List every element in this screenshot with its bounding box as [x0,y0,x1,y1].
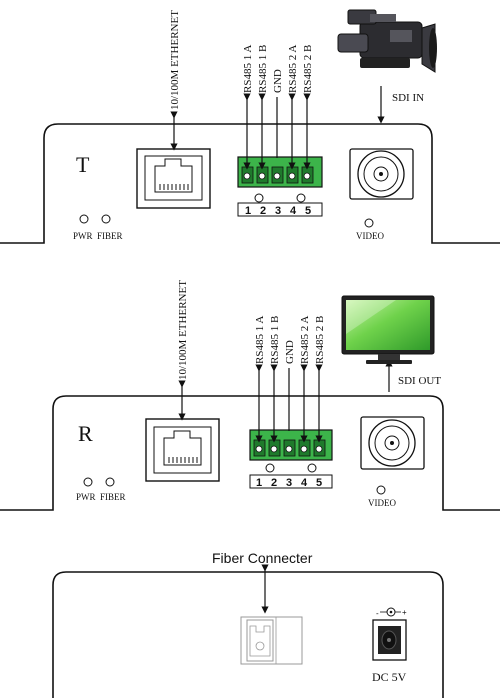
svg-text:3: 3 [275,205,281,217]
video-led [364,218,374,228]
receiver-ethernet-label: 10/100M ETHERNET [177,280,189,380]
dc-power-jack [372,619,407,661]
transmitter-panel: T 10/100M ETHERNET [0,9,500,244]
svg-text:RS485 1 A: RS485 1 A [242,45,254,93]
receiver-side-letter: R [78,421,93,446]
pwr-led [83,477,93,487]
receiver-housing [0,395,500,511]
svg-text:RS485 2 A: RS485 2 A [299,316,311,364]
svg-text:2: 2 [271,477,277,489]
bnc-connector [349,148,414,200]
receiver-panel: R 10/100M ETHERNET [0,280,500,511]
video-label: VIDEO [356,231,384,241]
svg-text:RS485 2 B: RS485 2 B [314,316,326,364]
svg-text:RS485 1 A: RS485 1 A [254,316,266,364]
rs485-terminal-block [249,429,333,489]
svg-text:5: 5 [316,477,322,489]
camcorder-icon [337,9,437,73]
pwr-label: PWR [76,492,96,502]
svg-text:4: 4 [301,477,308,489]
svg-text:GND: GND [284,340,296,364]
transmitter-ethernet-label: 10/100M ETHERNET [169,10,181,110]
video-led [376,485,386,495]
bnc-connector [360,416,425,470]
transmitter-housing [0,123,500,244]
pin-numbers: 1 2 3 4 5 [256,477,322,489]
video-label: VIDEO [368,498,396,508]
svg-text:5: 5 [305,205,311,217]
fiber-led [105,477,115,487]
svg-text:3: 3 [286,477,292,489]
transmitter-side-letter: T [76,152,90,177]
fiber-connector-label: Fiber Connecter [212,550,313,566]
svg-text:1: 1 [256,477,262,489]
svg-text:2: 2 [260,205,266,217]
pwr-label: PWR [73,231,93,241]
pin-numbers: 1 2 3 4 5 [245,205,311,217]
dc-5v-label: DC 5V [372,670,407,684]
fiber-label: FIBER [100,492,126,502]
svg-text:-: - [376,609,379,618]
svg-text:RS485 2 A: RS485 2 A [287,45,299,93]
fiber-led [101,214,111,224]
svg-text:1: 1 [245,205,251,217]
sdi-in-label: SDI IN [392,92,424,104]
svg-text:RS485 1 B: RS485 1 B [269,316,281,364]
ethernet-port [136,148,211,209]
sdi-out-label: SDI OUT [398,375,441,387]
rs485-labels: RS485 1 A RS485 1 B GND RS485 2 A RS485 … [242,45,314,93]
svg-text:RS485 2 B: RS485 2 B [302,45,314,93]
svg-text:4: 4 [290,205,297,217]
pwr-led [79,214,89,224]
rs485-labels: RS485 1 A RS485 1 B GND RS485 2 A RS485 … [254,316,326,364]
ethernet-port [145,418,220,482]
fiber-label: FIBER [97,231,123,241]
monitor-icon [341,295,435,364]
back-panel-housing [52,571,444,698]
fiber-connector [240,616,303,665]
back-panel: Fiber Connecter - + DC 5V [52,550,444,698]
svg-text:RS485 1 B: RS485 1 B [257,45,269,93]
svg-text:GND: GND [272,69,284,93]
svg-text:+: + [402,608,407,617]
dc-polarity-icon: - + [376,607,407,618]
